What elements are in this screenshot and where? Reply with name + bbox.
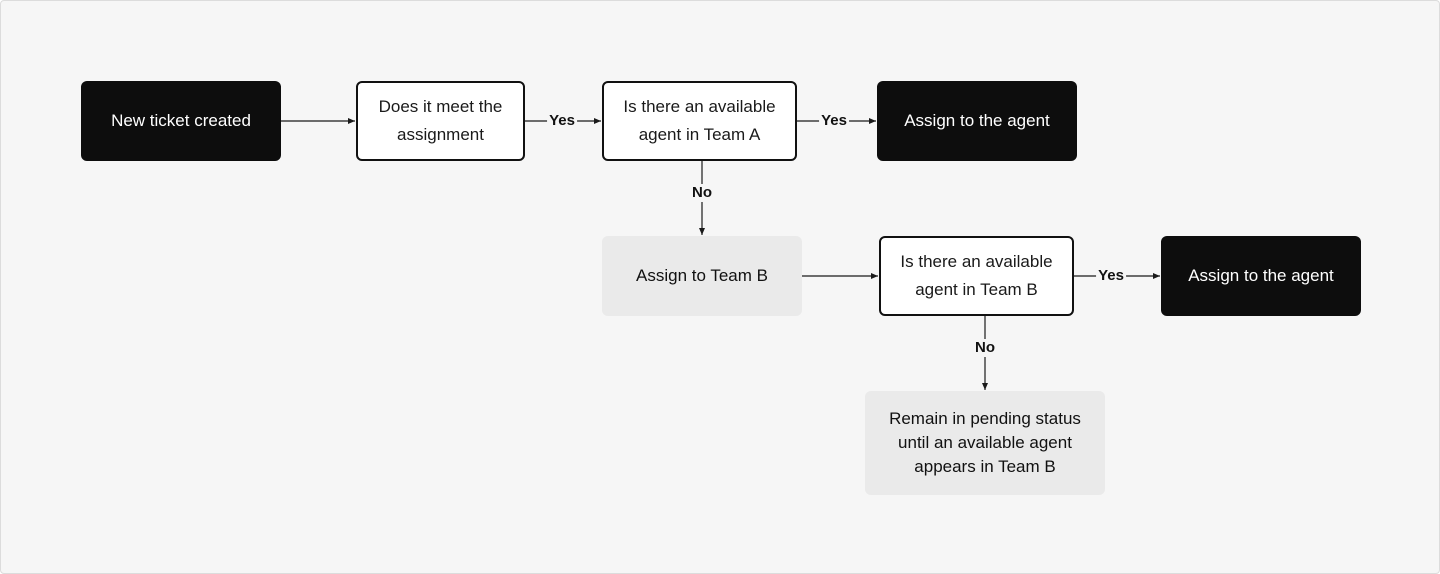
node-assign-agent-2: Assign to the agent (1161, 236, 1361, 316)
node-meet-assignment: Does it meet the assignment (356, 81, 525, 161)
edge-label-yes-2: Yes (819, 112, 849, 130)
node-assign-agent-2-text: Assign to the agent (1188, 266, 1334, 285)
edge-label-yes-1: Yes (547, 112, 577, 130)
node-new-ticket-text: New ticket created (111, 111, 251, 130)
node-new-ticket: New ticket created (81, 81, 281, 161)
node-assign-team-b-text: Assign to Team B (636, 266, 768, 285)
node-available-team-a: Is there an available agent in Team A (602, 81, 797, 161)
node-meet-assignment-text: Does it meet the assignment (378, 97, 503, 144)
node-pending: Remain in pending status until an availa… (865, 391, 1105, 495)
node-assign-agent-1: Assign to the agent (877, 81, 1077, 161)
node-pending-text: Remain in pending status until an availa… (889, 409, 1081, 476)
node-assign-team-b: Assign to Team B (602, 236, 802, 316)
edge-label-no-2: No (973, 339, 997, 357)
node-available-team-a-text: Is there an available agent in Team A (623, 97, 776, 144)
node-available-team-b-text: Is there an available agent in Team B (900, 252, 1053, 299)
edge-label-yes-3: Yes (1096, 267, 1126, 285)
node-assign-agent-1-text: Assign to the agent (904, 111, 1050, 130)
edge-label-no-1: No (690, 184, 714, 202)
node-available-team-b: Is there an available agent in Team B (879, 236, 1074, 316)
